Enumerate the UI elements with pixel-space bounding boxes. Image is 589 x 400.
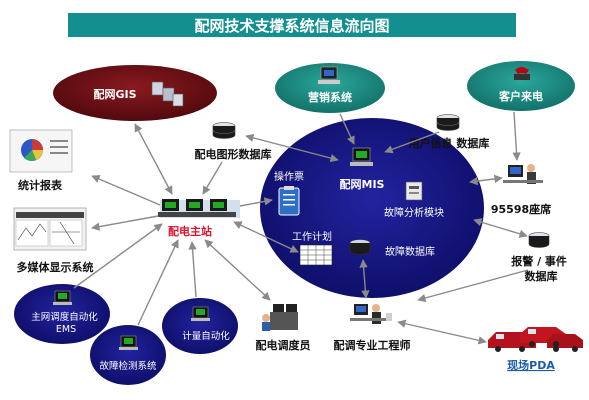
metering-label: 计量自动化 xyxy=(182,330,230,342)
arrow-mis-center xyxy=(469,174,503,186)
mis-contents: 配网MIS 操作票 故障分析模块 工作计划 故障数据库 xyxy=(274,147,444,266)
arrow-customer-center xyxy=(512,111,521,161)
fault-detect-computer-icon xyxy=(119,335,138,350)
customer-call-label: 客户来电 xyxy=(498,89,543,103)
arrow-marketing-mis xyxy=(339,113,355,145)
phone-icon xyxy=(514,67,530,80)
arrow-graphicdb-mis xyxy=(245,133,339,163)
dispatchers-icon xyxy=(262,304,298,331)
arrow-faultdetect-main xyxy=(137,239,179,326)
marketing-node: 营销系统 xyxy=(275,63,385,113)
arrow-main-workplan xyxy=(233,221,299,253)
diagram-title: 配网技术支撑系统信息流向图 xyxy=(194,17,389,35)
field-pda-node: 现场PDA xyxy=(488,327,583,372)
marketing-computer-icon xyxy=(318,66,340,84)
mis-computer-icon xyxy=(350,147,373,166)
gis-server-icon xyxy=(151,81,184,107)
metering-node: 计量自动化 xyxy=(162,298,238,354)
arrow-metering-main xyxy=(188,241,197,298)
arrow-graphicdb-main xyxy=(202,161,223,195)
engineer-desk-icon xyxy=(350,304,392,324)
ems-computer-icon xyxy=(53,290,72,305)
center-95598-label: 95598座席 xyxy=(491,202,551,216)
multimedia-label: 多媒体显示系统 xyxy=(17,260,94,274)
flow-arrows xyxy=(73,111,529,345)
clipboard-icon xyxy=(278,186,300,216)
gis-node: 配网GIS xyxy=(53,65,217,121)
multimedia-node: 多媒体显示系统 xyxy=(13,207,94,274)
dispatcher-label: 配电调度员 xyxy=(256,338,311,352)
arrow-faultdb-engineer xyxy=(359,259,370,299)
arrow-userdb-mis xyxy=(384,131,440,154)
center-95598-node: 95598座席 xyxy=(491,164,551,216)
user-db-node: 用户信息 数据库 xyxy=(409,114,490,150)
workstation-cluster-icon xyxy=(158,199,240,218)
fault-db-icon xyxy=(349,239,371,255)
fault-db-label: 故障数据库 xyxy=(385,245,435,258)
stats-report-node: 统计报表 xyxy=(9,129,73,192)
arrow-main-multimedia xyxy=(91,215,159,231)
graphic-db-node: 配电图形数据库 xyxy=(195,122,272,161)
alarm-db-node: 报警 / 事件 数据库 xyxy=(511,232,571,283)
fault-detect-label: 故障检测系统 xyxy=(99,360,157,372)
dispatcher-node: 配电调度员 xyxy=(256,304,311,352)
engineer-label: 配调专业工程师 xyxy=(334,338,411,352)
user-db-label: 用户信息 数据库 xyxy=(409,136,490,150)
arrow-engineer-pda xyxy=(397,319,487,345)
mis-label: 配网MIS xyxy=(340,177,385,191)
field-pda-link[interactable]: 现场PDA xyxy=(507,358,555,372)
spreadsheet-icon xyxy=(299,244,333,266)
title-bar: 配网技术支撑系统信息流向图 xyxy=(68,13,516,37)
main-station-node: 配电主站 xyxy=(158,199,240,238)
display-screen-icon xyxy=(13,207,87,251)
pie-chart-report-icon xyxy=(9,129,73,173)
alarm-db-label: 报警 / 事件 数据库 xyxy=(511,254,571,283)
console-label: 操作票 xyxy=(274,170,304,183)
arrow-mis-alarmdb xyxy=(473,218,528,238)
engineer-node: 配调专业工程师 xyxy=(334,304,411,352)
database-icon xyxy=(528,232,550,248)
fault-module-label: 故障分析模块 xyxy=(384,206,444,219)
database-icon xyxy=(212,122,236,139)
ems-label: 主网调度自动化 EMS xyxy=(31,311,101,335)
fault-module-icon xyxy=(405,181,423,201)
metering-computer-icon xyxy=(191,306,210,321)
arrow-ems-main xyxy=(73,223,163,289)
gis-label: 配网GIS xyxy=(93,87,136,101)
work-plan-label: 工作计划 xyxy=(292,230,332,243)
arrow-gis-main xyxy=(134,123,173,195)
database-icon xyxy=(436,114,460,131)
stats-report-label: 统计报表 xyxy=(18,178,63,192)
graphic-db-label: 配电图形数据库 xyxy=(195,147,272,161)
operator-desk-icon xyxy=(503,164,543,184)
arrow-main-dispatcher xyxy=(204,239,271,301)
arrow-main-stats xyxy=(91,175,161,206)
vehicles-icon xyxy=(488,327,583,352)
arrow-alarmdb-engineer xyxy=(417,269,529,303)
main-station-label: 配电主站 xyxy=(168,224,212,238)
marketing-label: 营销系统 xyxy=(308,90,352,104)
customer-call-node: 客户来电 xyxy=(467,61,575,111)
fault-detect-node: 故障检测系统 xyxy=(90,325,166,385)
ems-node: 主网调度自动化 EMS xyxy=(14,284,110,344)
arrow-main-console xyxy=(239,197,273,207)
